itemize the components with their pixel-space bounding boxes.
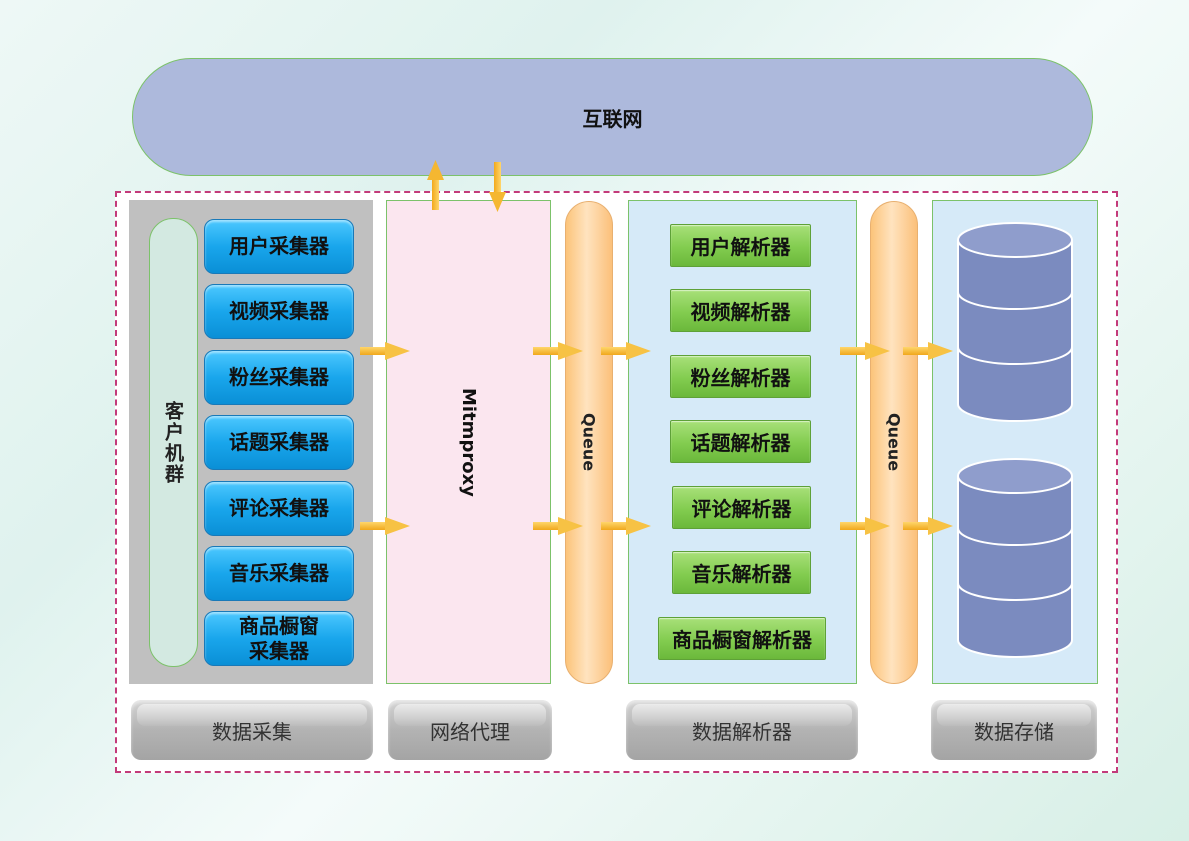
collector-video: 视频采集器 — [204, 284, 354, 339]
queue-label: Queue — [884, 413, 904, 472]
collector-user: 用户采集器 — [204, 219, 354, 274]
parser-label: 视频解析器 — [690, 300, 791, 324]
queue-label: Queue — [579, 413, 599, 472]
arrow-right-icon — [840, 342, 890, 360]
client-cluster-label: 客户机群 — [162, 400, 184, 485]
parser-label: 评论解析器 — [691, 497, 792, 521]
arrow-down-icon — [489, 162, 506, 212]
category-storage: 数据存储 — [931, 700, 1097, 760]
arrow-right-icon — [601, 517, 651, 535]
parser-video: 视频解析器 — [670, 289, 811, 332]
parser-music: 音乐解析器 — [672, 551, 811, 594]
parser-label: 粉丝解析器 — [690, 366, 791, 390]
category-parser: 数据解析器 — [626, 700, 858, 760]
collector-label: 商品橱窗 采集器 — [239, 613, 319, 663]
internet-node: 互联网 — [132, 58, 1093, 176]
arrow-right-icon — [360, 517, 410, 535]
category-label: 网络代理 — [430, 719, 510, 744]
collector-label: 粉丝采集器 — [229, 365, 329, 389]
category-collection: 数据采集 — [131, 700, 373, 760]
parser-topic: 话题解析器 — [670, 420, 811, 463]
parser-label: 音乐解析器 — [691, 562, 792, 586]
parser-fans: 粉丝解析器 — [670, 355, 811, 398]
arrow-right-icon — [533, 342, 583, 360]
collector-topic: 话题采集器 — [204, 415, 354, 470]
arrow-right-icon — [903, 517, 953, 535]
collector-shop-window: 商品橱窗 采集器 — [204, 611, 354, 666]
category-label: 数据解析器 — [692, 719, 792, 744]
collector-label: 话题采集器 — [229, 430, 329, 454]
parser-label: 商品橱窗解析器 — [672, 628, 812, 652]
database-icon — [957, 222, 1073, 422]
queue-2: Queue — [870, 201, 918, 684]
parser-label: 话题解析器 — [690, 431, 791, 455]
parser-user: 用户解析器 — [670, 224, 811, 267]
category-label: 数据存储 — [974, 719, 1054, 744]
collector-label: 用户采集器 — [229, 234, 329, 258]
arrow-right-icon — [601, 342, 651, 360]
parser-label: 用户解析器 — [690, 235, 791, 259]
arrow-up-icon — [427, 160, 444, 210]
proxy-node: Mitmproxy — [386, 200, 551, 684]
collector-label: 视频采集器 — [229, 299, 329, 323]
collector-label: 音乐采集器 — [229, 561, 329, 585]
category-label: 数据采集 — [212, 719, 292, 744]
arrow-right-icon — [840, 517, 890, 535]
parser-comment: 评论解析器 — [672, 486, 811, 529]
client-cluster: 客户机群 — [149, 218, 198, 667]
collector-label: 评论采集器 — [229, 496, 329, 520]
category-proxy: 网络代理 — [388, 700, 552, 760]
database-icon — [957, 458, 1073, 658]
collector-music: 音乐采集器 — [204, 546, 354, 601]
collector-comment: 评论采集器 — [204, 481, 354, 536]
arrow-right-icon — [360, 342, 410, 360]
arrow-right-icon — [533, 517, 583, 535]
internet-label: 互联网 — [582, 106, 643, 131]
parser-shop-window: 商品橱窗解析器 — [658, 617, 826, 660]
arrow-right-icon — [903, 342, 953, 360]
proxy-panel — [386, 200, 551, 684]
collector-fans: 粉丝采集器 — [204, 350, 354, 405]
proxy-label: Mitmproxy — [458, 387, 479, 497]
queue-1: Queue — [565, 201, 613, 684]
